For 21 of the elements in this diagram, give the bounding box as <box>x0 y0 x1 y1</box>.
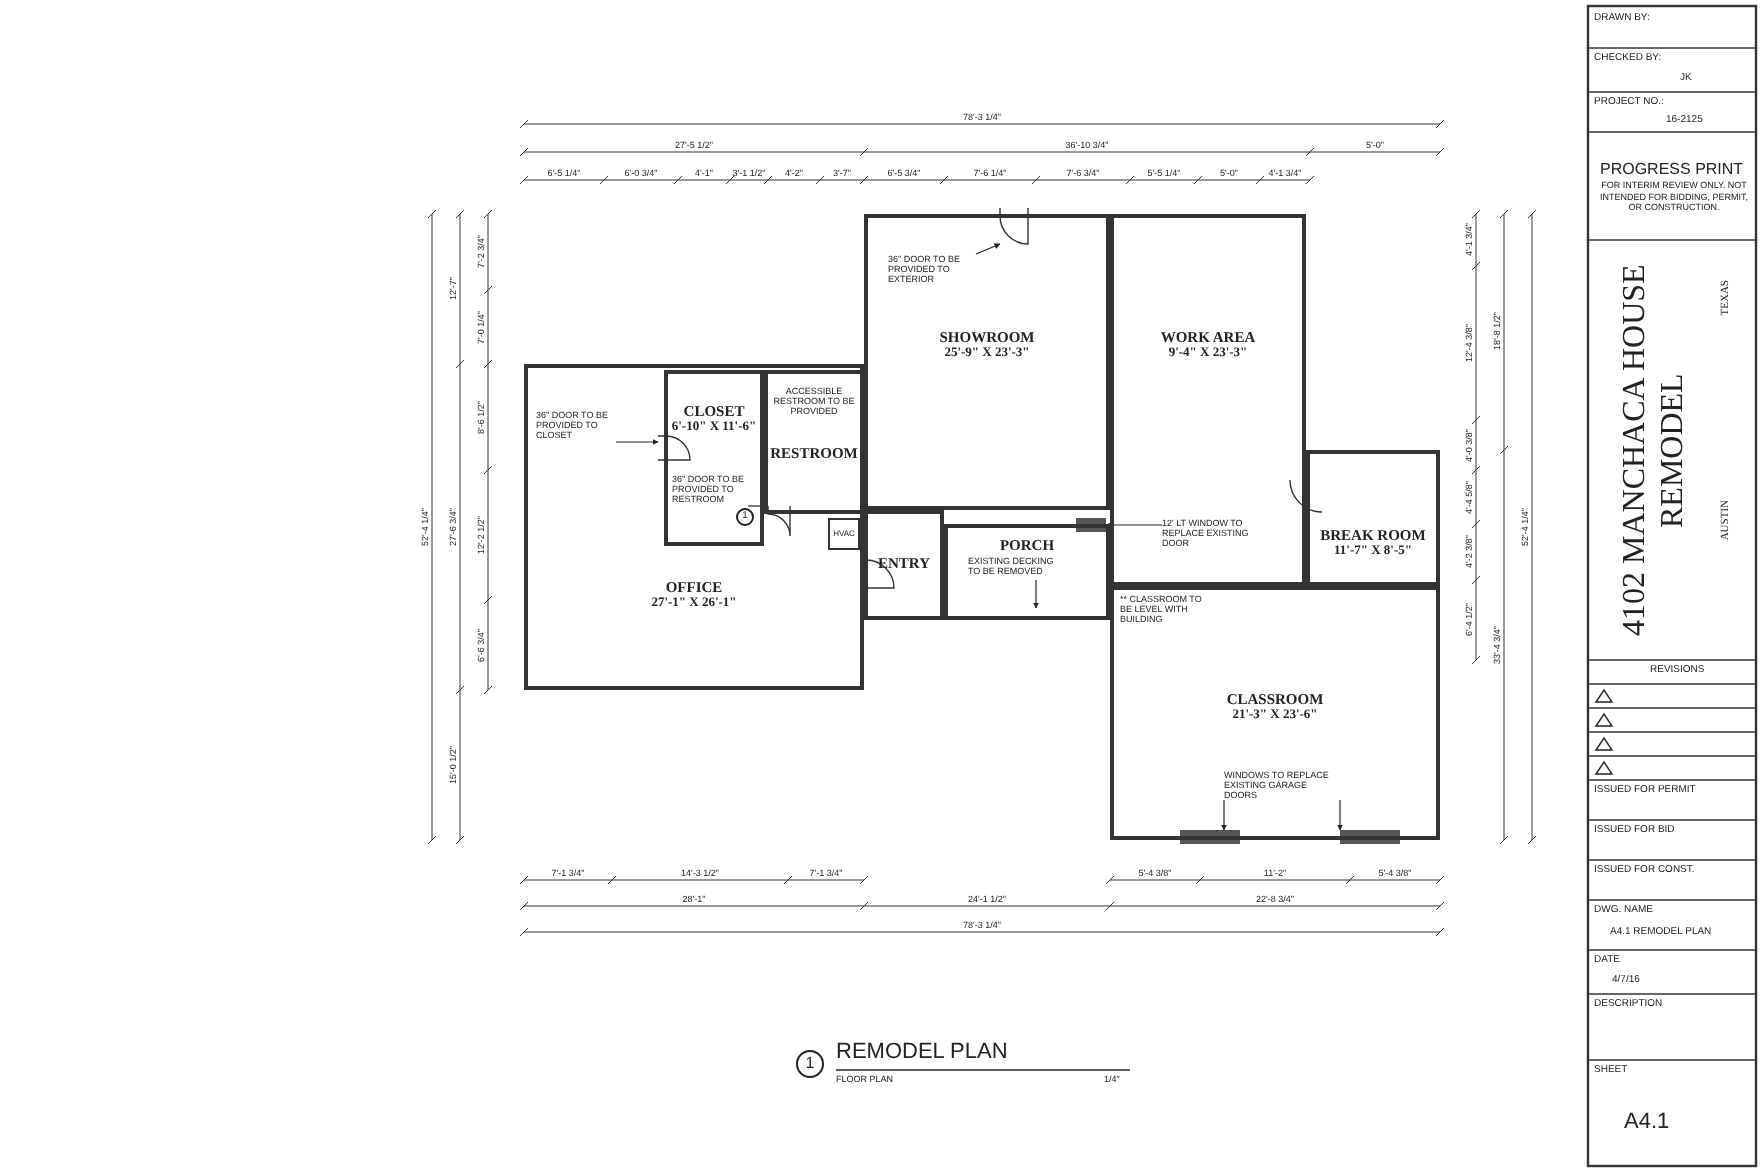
leader-line <box>975 243 1001 255</box>
room-outline <box>1110 586 1440 840</box>
room-outline <box>1306 450 1440 586</box>
project-title: 4102 MANCHACA HOUSE REMODEL <box>1616 262 1692 640</box>
leader-line <box>615 439 659 445</box>
stamp-heading: PROGRESS PRINT <box>1600 160 1744 178</box>
room-outline <box>1110 214 1306 586</box>
room-outline <box>664 370 764 546</box>
room-outline <box>524 364 864 690</box>
room-outline <box>944 524 1110 620</box>
view-number: 1 <box>796 1050 824 1078</box>
room-outline <box>864 510 944 620</box>
door-swing <box>999 207 1029 245</box>
plan-title: REMODEL PLAN <box>836 1040 1008 1066</box>
room-outline <box>864 214 1110 510</box>
leader-line <box>1337 799 1343 831</box>
room-outline <box>764 370 864 514</box>
leader-line <box>1033 579 1039 609</box>
leader-line <box>1105 522 1163 528</box>
field-value: A4.1 <box>1624 1110 1670 1136</box>
leader-line <box>1221 799 1227 831</box>
